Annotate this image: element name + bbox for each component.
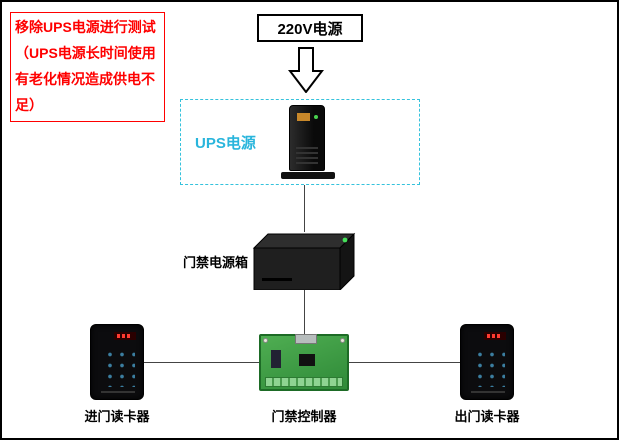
controller-chip (299, 354, 315, 366)
reader-out-label: 出门读卡器 (454, 409, 520, 424)
connector-line-reader-in (144, 362, 259, 363)
reader-slot (471, 391, 505, 393)
ups-screen (297, 113, 310, 121)
arrow-down-icon (288, 47, 324, 93)
controller-port (295, 334, 317, 344)
controller-relay (271, 350, 281, 368)
power-box-label: 门禁电源箱 (182, 255, 248, 270)
controller-screw (263, 338, 268, 343)
reader-in-label: 进门读卡器 (84, 409, 150, 424)
connector-line-powerbox-to-controller (304, 290, 305, 334)
ups-base (281, 172, 335, 179)
reader-led-display (114, 332, 136, 340)
controller-terminals (265, 377, 343, 387)
reader-keypad (471, 347, 505, 387)
reader-in-device (90, 324, 144, 400)
reader-led-display (484, 332, 506, 340)
note-text: 移除UPS电源进行测试（UPS电源长时间使用有老化情况造成供电不足） (15, 19, 156, 113)
reader-slot (101, 391, 135, 393)
reader-keypad (101, 347, 135, 387)
connector-line-reader-out (349, 362, 460, 363)
ups-vents (296, 146, 318, 164)
power-source-box: 220V电源 (257, 14, 363, 42)
ups-body (289, 105, 325, 171)
reader-out-device (460, 324, 514, 400)
connector-line-ups-to-powerbox (304, 185, 305, 232)
power-box-device (252, 232, 356, 290)
ups-status-light (314, 115, 318, 119)
ups-label: UPS电源 (195, 135, 256, 152)
controller-device (259, 334, 349, 391)
controller-screw (340, 338, 345, 343)
ups-device (281, 105, 335, 179)
controller-label: 门禁控制器 (271, 409, 337, 424)
power-source-label: 220V电源 (277, 20, 343, 38)
note-box: 移除UPS电源进行测试（UPS电源长时间使用有老化情况造成供电不足） (10, 12, 165, 122)
ups-dashed-box: UPS电源 (180, 99, 420, 185)
